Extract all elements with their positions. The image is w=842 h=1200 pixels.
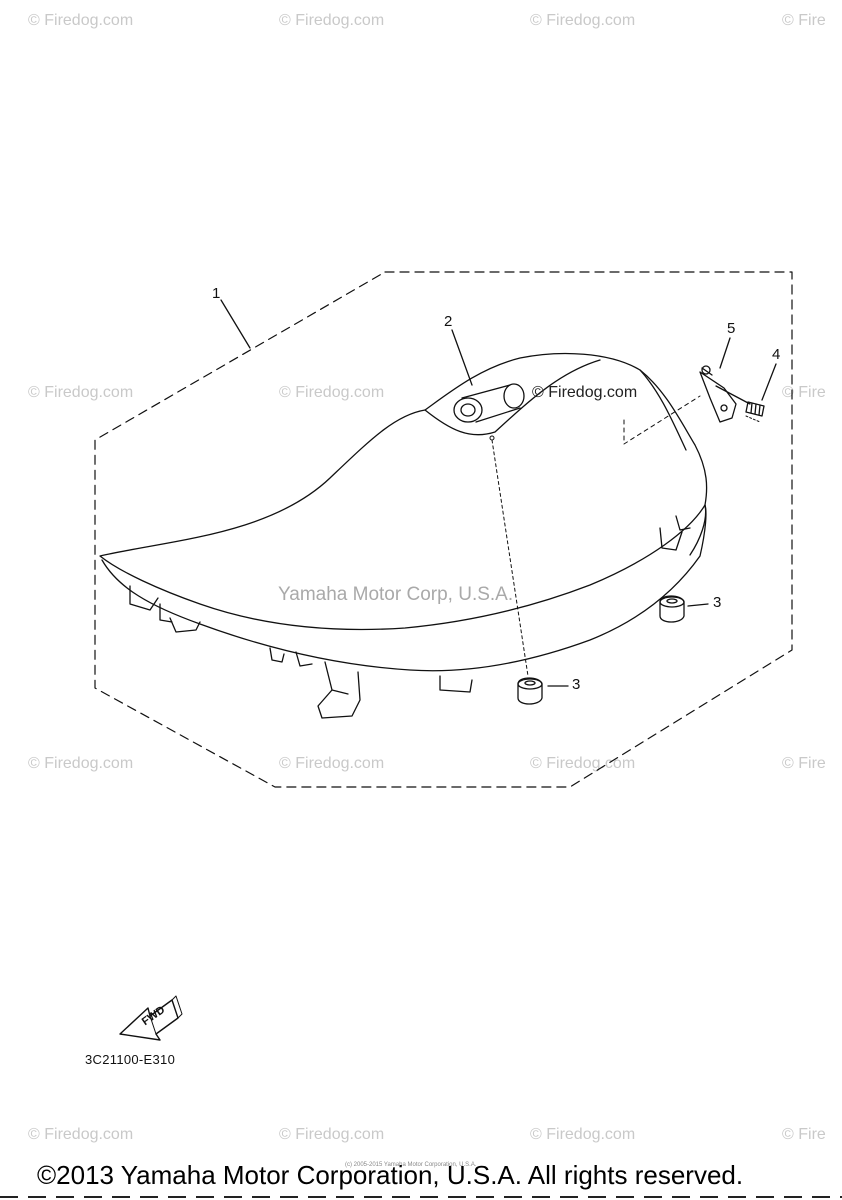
assembly-guide [623,395,701,445]
watermark: © Firedog.com [28,12,134,29]
watermark: © Firedog.com [530,1126,636,1143]
assembly-guide [491,439,529,677]
inline-watermark: © Firedog.com [532,384,638,401]
watermark: © Firedog.com [28,755,134,772]
callout-3-right: 3 [713,594,722,611]
watermark: © Firedog.com [530,12,636,29]
watermark: © Fire [782,12,826,29]
callout-4: 4 [772,346,781,363]
watermark: © Firedog.com [279,1126,385,1143]
callout-2: 2 [444,313,453,330]
callout-1: 1 [212,285,221,302]
watermark: © Firedog.com [279,755,385,772]
assembly-guide [745,415,761,423]
watermark: © Firedog.com [279,384,385,401]
fwd-arrow [119,995,183,1041]
watermark: © Firedog.com [530,755,636,772]
bolt-part-4 [745,401,765,417]
watermark: © Firedog.com [28,384,134,401]
leader-line [761,363,777,401]
leader-line [220,299,251,349]
damper-part-3a [517,677,543,705]
seat [99,352,708,719]
assembly-boundary [94,271,793,788]
bottom-border [0,1196,842,1198]
leader-line [451,329,473,386]
watermark: © Fire [782,755,826,772]
damper-part-3b [659,595,685,623]
bracket-part-5 [699,365,751,423]
callout-5: 5 [727,320,736,337]
tube-part-2 [453,383,525,423]
watermark: © Firedog.com [28,1126,134,1143]
leader-line [719,337,731,369]
center-watermark: Yamaha Motor Corp, U.S.A. [278,584,514,605]
leader-line [687,603,709,607]
watermark: © Fire [782,384,826,401]
watermark: © Fire [782,1126,826,1143]
callout-3-lower: 3 [572,676,581,693]
copyright-notice: ©2013 Yamaha Motor Corporation, U.S.A. A… [37,1160,744,1190]
diagram-code: 3C21100-E310 [85,1052,176,1067]
fine-print: (c) 2005-2015 Yamaha Motor Corporation, … [345,1162,477,1168]
watermark: © Firedog.com [279,12,385,29]
